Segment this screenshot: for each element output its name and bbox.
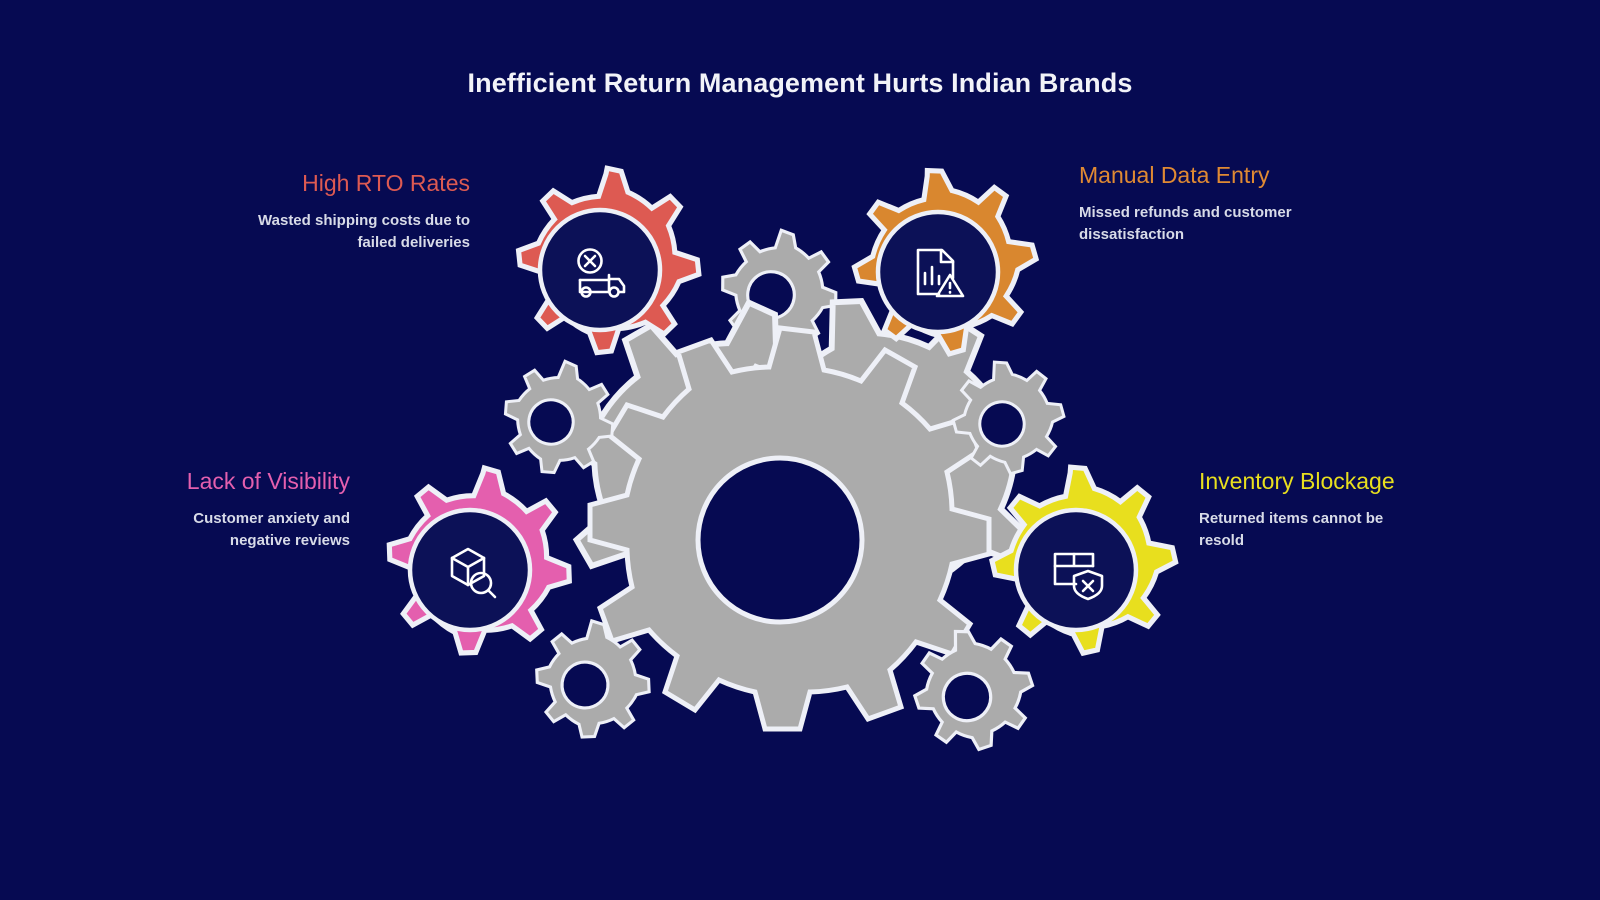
callout-description: Returned items cannot be resold: [1199, 509, 1384, 550]
gear-neutral-upper-left: [503, 359, 615, 475]
gear-neutral-mid-left: [559, 298, 883, 632]
gear-central-large: [587, 325, 992, 732]
callout-title: Inventory Blockage: [1199, 468, 1395, 494]
callout-title: Lack of Visibility: [186, 468, 350, 494]
callout-title: High RTO Rates: [302, 170, 470, 196]
gear-inventory-blockage[interactable]: [987, 462, 1180, 658]
callout-inventory-blockage: Inventory Blockage Returned items cannot…: [1199, 466, 1414, 553]
gear-manual-data-entry[interactable]: [845, 160, 1045, 363]
box-search-icon: [450, 547, 497, 599]
callout-description: Wasted shipping costs due to failed deli…: [258, 211, 470, 252]
callout-description: Missed refunds and customer dissatisfact…: [1079, 203, 1292, 244]
callout-title: Manual Data Entry: [1079, 162, 1270, 188]
gear-neutral-mid-right: [717, 298, 1051, 631]
box-shield-cancel-icon: [1053, 552, 1104, 601]
gear-lack-of-visibility[interactable]: [376, 456, 584, 666]
callout-lack-of-visibility: Lack of Visibility Customer anxiety and …: [155, 466, 350, 553]
gear-neutral-lower-right: [912, 629, 1035, 752]
callout-description: Customer anxiety and negative reviews: [193, 509, 350, 550]
callout-high-rto-rates: High RTO Rates Wasted shipping costs due…: [250, 168, 470, 255]
document-chart-warning-icon: [916, 248, 965, 298]
gear-neutral-upper-right: [951, 360, 1066, 476]
gear-high-rto-rates[interactable]: [512, 162, 706, 359]
neutral-gear-group: [503, 228, 1066, 752]
gear-neutral-top-center: [721, 228, 838, 350]
callout-manual-data-entry: Manual Data Entry Missed refunds and cus…: [1079, 160, 1314, 247]
gear-neutral-lower-left: [535, 618, 651, 739]
page-title: Inefficient Return Management Hurts Indi…: [467, 68, 1133, 98]
truck-cancel-icon: [577, 248, 626, 298]
